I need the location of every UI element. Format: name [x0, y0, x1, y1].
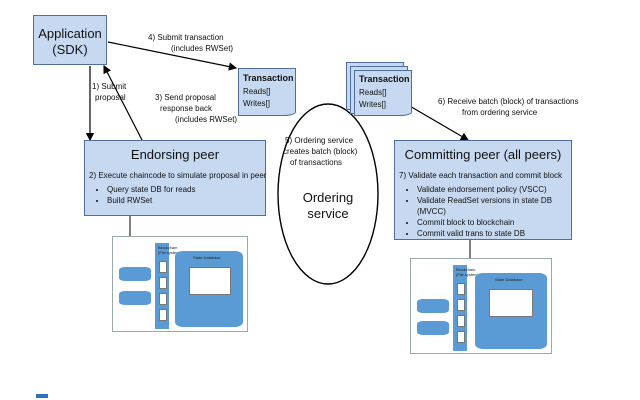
endorsing-bullets: Query state DB for reads Build RWSet: [95, 184, 195, 206]
transaction-stack-front: Transaction Reads[] Writes[]: [354, 70, 412, 116]
ordering-service-circle: [277, 103, 379, 285]
endorsing-mini-block-2: [159, 277, 167, 289]
committing-mini-chaincode-db2: [417, 321, 449, 335]
transaction-batch-writes: Writes[]: [359, 100, 386, 109]
endorsing-peer-box: Endorsing peer 2) Execute chaincode to s…: [84, 140, 266, 216]
committing-mini-block-1: [457, 283, 465, 295]
endorsing-bullet-query: Query state DB for reads: [107, 184, 195, 195]
endorsing-mini-block-1: [159, 261, 167, 273]
transaction-reads: Reads[]: [243, 87, 271, 96]
transaction-batch-title: Transaction: [359, 74, 410, 84]
transaction-document: Transaction Reads[] Writes[]: [238, 68, 296, 116]
committing-peer-title: Committing peer (all peers): [404, 147, 562, 162]
step4-label-line2: (includes RWSet): [171, 44, 234, 53]
arrow-submit-transaction: [107, 41, 238, 71]
committing-mini-block-4: [457, 331, 465, 343]
committing-mini-block-2: [457, 299, 465, 311]
step3-label-line1: 3) Send proposal: [155, 93, 216, 102]
committing-peer-box: Committing peer (all peers) 7) Validate …: [394, 140, 572, 240]
transaction-batch-reads: Reads[]: [359, 88, 387, 97]
committing-step: 7) Validate each transaction and commit …: [399, 171, 563, 180]
ordering-service-title-line1: Ordering: [302, 190, 354, 205]
step3-label-line3: (includes RWSet): [175, 115, 238, 124]
application-sdk-box: Application (SDK): [33, 15, 107, 65]
committing-mini-blockchain-label: Blockchain: [456, 267, 476, 272]
step5-label-line1: 5) Ordering service: [285, 136, 354, 145]
corner-blue-mark: [36, 394, 48, 398]
endorsing-mini-blockchain-label: Blockchain: [158, 245, 178, 250]
endorsing-mini-block-3: [159, 293, 167, 305]
step4-label-line1: 4) Submit transaction: [148, 33, 224, 42]
committing-mini-chaincode-db1: [417, 299, 449, 313]
step3-label-line2: response back: [160, 104, 213, 113]
endorsing-step: 2) Execute chaincode to simulate proposa…: [89, 171, 267, 180]
application-subtitle: (SDK): [52, 42, 88, 57]
arrow-proposal-response: [103, 64, 143, 141]
committing-mini-state-db-label: State Database: [495, 277, 523, 282]
transaction-title: Transaction: [243, 73, 294, 83]
committing-mini-block-3: [457, 315, 465, 327]
step5-label-line3: of transactions: [290, 158, 343, 167]
endorsing-mini-chaincode-db1: [119, 267, 151, 281]
step1-label-line1: 1) Submit: [92, 82, 127, 91]
step1-label-line2: proposal: [95, 93, 126, 102]
endorsing-peer-title: Endorsing peer: [130, 147, 220, 162]
committing-mini-state-db-panel: [489, 289, 533, 317]
endorsing-mini-state-db-label: State Database: [193, 255, 221, 260]
committing-bullet-vscc: Validate endorsement policy (VSCC): [417, 184, 571, 195]
ordering-service-title-line2: service: [307, 206, 349, 221]
step6-label-line2: from ordering service: [462, 108, 538, 117]
transaction-writes: Writes[]: [243, 99, 270, 108]
step5-label-line2: creates batch (block): [283, 147, 358, 156]
committing-bullet-commit-state: Commit valid trans to state DB: [417, 228, 571, 239]
committing-bullet-commit-block: Commit block to blockchain: [417, 217, 571, 228]
endorsing-bullet-rwset: Build RWSet: [107, 195, 195, 206]
committing-mini-filesystem-label: (File system): [456, 272, 479, 277]
committing-mini-diagram: Blockchain (File system) State Database: [410, 258, 552, 354]
endorsing-mini-diagram: Blockchain (File system) State Database: [112, 236, 248, 332]
endorsing-mini-block-4: [159, 309, 167, 321]
committing-bullet-mvcc: Validate ReadSet versions in state DB (M…: [417, 195, 571, 217]
arrow-receive-batch: [407, 104, 470, 141]
endorsing-mini-state-db-panel: [189, 267, 231, 295]
committing-bullets: Validate endorsement policy (VSCC) Valid…: [405, 184, 571, 239]
endorsing-mini-filesystem-label: (File system): [158, 250, 181, 255]
endorsing-mini-chaincode-db2: [119, 291, 151, 305]
step6-label-line1: 6) Receive batch (block) of transactions: [438, 97, 579, 106]
application-title: Application: [38, 26, 102, 41]
